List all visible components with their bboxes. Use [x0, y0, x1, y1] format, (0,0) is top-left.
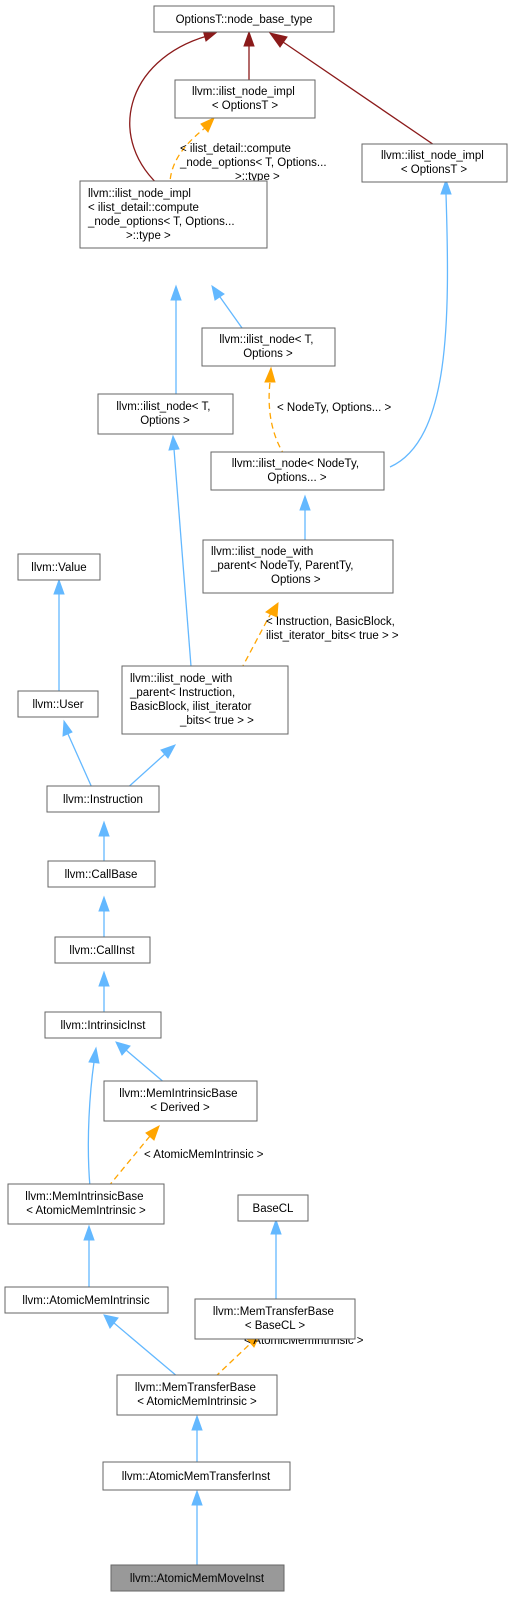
node-ilist-node-t-left[interactable]: llvm::ilist_node< T, Options >	[97, 393, 234, 435]
arrowhead	[98, 820, 110, 837]
svg-text:llvm::MemIntrinsicBase <: llvm::MemIntrinsicBase < AtomicMemIntrin…	[25, 1191, 146, 1217]
svg-text:llvm::ilist_node_impl <: llvm::ilist_node_impl < OptionsT >	[192, 86, 298, 112]
arrowhead	[168, 434, 180, 451]
arrowhead	[243, 30, 255, 47]
svg-text:llvm::Value: llvm::Value	[31, 562, 86, 574]
node-llvm-value[interactable]: llvm::Value	[17, 553, 101, 581]
svg-text:llvm::ilist_node< T, Opt: llvm::ilist_node< T, Options >	[219, 334, 316, 360]
arrowhead	[200, 117, 215, 133]
arrowhead	[83, 1224, 95, 1241]
svg-text:llvm::CallInst: llvm::CallInst	[69, 945, 135, 957]
node-llvm-instruction[interactable]: llvm::Instruction	[46, 785, 160, 813]
node-llvm-callbase[interactable]: llvm::CallBase	[47, 860, 156, 888]
svg-text:llvm::ilist_node_with _p: llvm::ilist_node_with _parent< Instructi…	[129, 673, 255, 727]
node-llvm-intrinsicinst[interactable]: llvm::IntrinsicInst	[44, 1011, 162, 1039]
node-llvm-callinst[interactable]: llvm::CallInst	[54, 936, 151, 964]
node-memintrinsicbase-derived[interactable]: llvm::MemIntrinsicBase < Derived >	[103, 1080, 258, 1122]
svg-text:llvm::MemTransferBase <: llvm::MemTransferBase < AtomicMemIntrins…	[135, 1382, 259, 1408]
arrowhead	[211, 284, 225, 301]
node-atomicmemtransferinst[interactable]: llvm::AtomicMemTransferInst	[102, 1461, 291, 1491]
edge-label-compute-options: < ilist_detail::compute _node_options< T…	[179, 143, 330, 183]
node-basecl[interactable]: BaseCL	[237, 1194, 309, 1222]
node-memintrinsicbase-atomic[interactable]: llvm::MemIntrinsicBase < AtomicMemIntrin…	[7, 1183, 165, 1225]
node-memtransferbase-atomic[interactable]: llvm::MemTransferBase < AtomicMemIntrins…	[116, 1374, 278, 1416]
edge-label-atomic-mem-intrinsic-1: < AtomicMemIntrinsic >	[144, 1149, 264, 1161]
node-atomicmemmoveinst[interactable]: llvm::AtomicMemMoveInst	[110, 1564, 285, 1592]
arrowhead	[88, 1046, 100, 1064]
edge-mtbatomic-to-ami	[113, 1322, 179, 1378]
edge-impl-compute-to-base	[129, 35, 208, 190]
node-ilist-node-with-parent-generic[interactable]: llvm::ilist_node_with _parent< NodeTy, P…	[202, 539, 394, 594]
edge-mibatomic-to-intrinsicinst	[87, 1061, 95, 1188]
node-options-base-type[interactable]: OptionsT::node_base_type	[153, 5, 335, 33]
arrowhead	[264, 366, 276, 383]
node-ilist-node-with-parent-instruction[interactable]: llvm::ilist_node_with _parent< Instructi…	[121, 665, 289, 735]
edge-wpinst-to-node-t-left	[173, 448, 193, 680]
svg-text:llvm::Instruction: llvm::Instruction	[63, 794, 143, 806]
arrowhead	[103, 1314, 119, 1329]
svg-text:llvm::CallBase: llvm::CallBase	[65, 869, 138, 881]
arrowhead	[170, 284, 182, 301]
svg-text:llvm::ilist_node< T, Opt: llvm::ilist_node< T, Options >	[116, 401, 213, 427]
arrowhead	[265, 601, 279, 618]
arrowhead	[191, 1489, 203, 1506]
node-memtransferbase-basecl[interactable]: llvm::MemTransferBase < BaseCL >	[194, 1298, 356, 1340]
node-llvm-user[interactable]: llvm::User	[17, 690, 99, 718]
svg-text:llvm::ilist_node_impl <: llvm::ilist_node_impl < OptionsT >	[381, 150, 487, 176]
edge-nodety-to-impl-right	[389, 193, 449, 468]
arrowhead	[440, 178, 452, 195]
svg-text:llvm::User: llvm::User	[32, 699, 83, 711]
edge-mibderived-to-intrinsicinst	[125, 1049, 167, 1085]
arrowhead	[270, 1218, 282, 1235]
svg-text:llvm::MemTransferBase <: llvm::MemTransferBase < BaseCL >	[213, 1306, 337, 1332]
arrowhead	[98, 970, 110, 987]
svg-text:llvm::MemIntrinsicBase <: llvm::MemIntrinsicBase < Derived >	[119, 1088, 240, 1114]
node-ilist-node-impl-top[interactable]: llvm::ilist_node_impl < OptionsT >	[174, 79, 316, 119]
node-ilist-node-impl-compute[interactable]: llvm::ilist_node_impl < ilist_detail::co…	[79, 180, 268, 249]
svg-text:OptionsT::node_base_type: OptionsT::node_base_type	[176, 14, 313, 26]
svg-text:BaseCL: BaseCL	[253, 1203, 295, 1215]
node-ilist-node-t-right[interactable]: llvm::ilist_node< T, Options >	[201, 327, 336, 367]
edge-mibatomic-template	[107, 1135, 151, 1188]
svg-text:llvm::ilist_node_impl <: llvm::ilist_node_impl < ilist_detail::co…	[87, 188, 238, 242]
arrowhead	[53, 578, 65, 595]
svg-text:llvm::IntrinsicInst: llvm::IntrinsicInst	[61, 1020, 147, 1032]
svg-text:llvm::ilist_node_with _p: llvm::ilist_node_with _parent< NodeTy, P…	[210, 546, 357, 586]
arrowhead	[268, 32, 288, 48]
svg-text:llvm::AtomicMemTransferInst: llvm::AtomicMemTransferInst	[122, 1471, 271, 1483]
arrowhead	[98, 895, 110, 912]
arrowhead	[299, 494, 311, 511]
svg-text:llvm::AtomicMemMoveInst: llvm::AtomicMemMoveInst	[130, 1573, 265, 1585]
edge-mtbatomic-template	[214, 1342, 252, 1378]
svg-text:llvm::ilist_node< NodeTy,: llvm::ilist_node< NodeTy, Options... >	[232, 458, 363, 484]
node-ilist-node-nodety[interactable]: llvm::ilist_node< NodeTy, Options... >	[210, 451, 385, 491]
node-atomicmemintrinsic[interactable]: llvm::AtomicMemIntrinsic	[4, 1286, 169, 1314]
arrowhead	[160, 744, 177, 759]
svg-text:llvm::AtomicMemIntrinsic: llvm::AtomicMemIntrinsic	[22, 1295, 149, 1307]
edge-label-instruction-basicblock: < Instruction, BasicBlock, ilist_iterato…	[266, 616, 399, 642]
arrowhead	[62, 719, 73, 737]
node-ilist-node-impl-right[interactable]: llvm::ilist_node_impl < OptionsT >	[361, 143, 508, 183]
edge-impl-right-to-base	[282, 41, 441, 150]
edge-label-nodety-options: < NodeTy, Options... >	[277, 402, 391, 414]
arrowhead	[191, 1414, 203, 1431]
arrowhead	[145, 1124, 160, 1141]
arrowhead	[115, 1041, 131, 1056]
edge-nodety-template	[268, 381, 286, 457]
